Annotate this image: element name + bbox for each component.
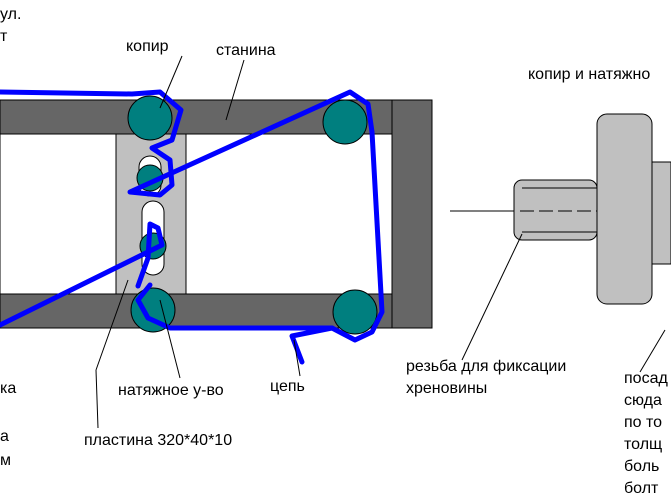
frame-right-bar xyxy=(391,99,433,329)
plate xyxy=(115,133,187,295)
label-left-1: ка xyxy=(0,380,17,397)
leader-stanina xyxy=(225,59,245,121)
leader-plastina-2 xyxy=(95,279,129,371)
leader-plastina xyxy=(95,369,99,429)
chain xyxy=(0,89,385,365)
chain-upper-run xyxy=(0,89,375,198)
label-right-1: посад xyxy=(624,370,668,387)
sprocket-top-right xyxy=(322,99,368,145)
label-kopir-natyazh: копир и натяжно xyxy=(528,66,651,83)
leader-rezba xyxy=(461,233,523,361)
label-kopir: копир xyxy=(126,38,169,55)
sprocket-bottom-right xyxy=(332,289,378,335)
chain-lower-run xyxy=(135,282,335,365)
label-tsep: цепь xyxy=(270,378,305,395)
part-threaded-stub xyxy=(513,179,598,241)
label-right-5: боль xyxy=(624,458,660,475)
label-right-2: сюда xyxy=(624,392,662,409)
leader-posad xyxy=(639,329,666,373)
sprocket-top-left xyxy=(127,95,173,141)
label-right-4: толщ xyxy=(624,436,663,453)
chain-right-run xyxy=(329,129,385,343)
part-hub xyxy=(651,161,671,265)
frame-inner-cutout xyxy=(0,133,393,295)
label-left-3: м xyxy=(0,452,11,469)
leader-tsep xyxy=(293,339,301,377)
label-left-2: а xyxy=(0,428,9,445)
label-plastina: пластина 320*40*10 xyxy=(84,432,233,449)
label-right-6: болт xyxy=(624,480,659,497)
chain-left-diagonal xyxy=(0,221,165,328)
label-natyazh: натяжное у-во xyxy=(118,382,224,399)
label-right-3: по то xyxy=(624,414,663,431)
part-flange xyxy=(596,113,653,305)
label-top-left-2: т xyxy=(0,28,8,45)
leader-natyazh xyxy=(159,299,181,379)
label-rezba-1: резьба для фиксации xyxy=(406,358,567,375)
leader-kopir xyxy=(159,55,183,109)
copier-part xyxy=(450,113,671,305)
label-rezba-2: хреновины xyxy=(406,380,488,397)
label-stanina: станина xyxy=(216,42,276,59)
label-top-left-1: ул. xyxy=(0,6,22,23)
leader-lines xyxy=(95,55,666,429)
